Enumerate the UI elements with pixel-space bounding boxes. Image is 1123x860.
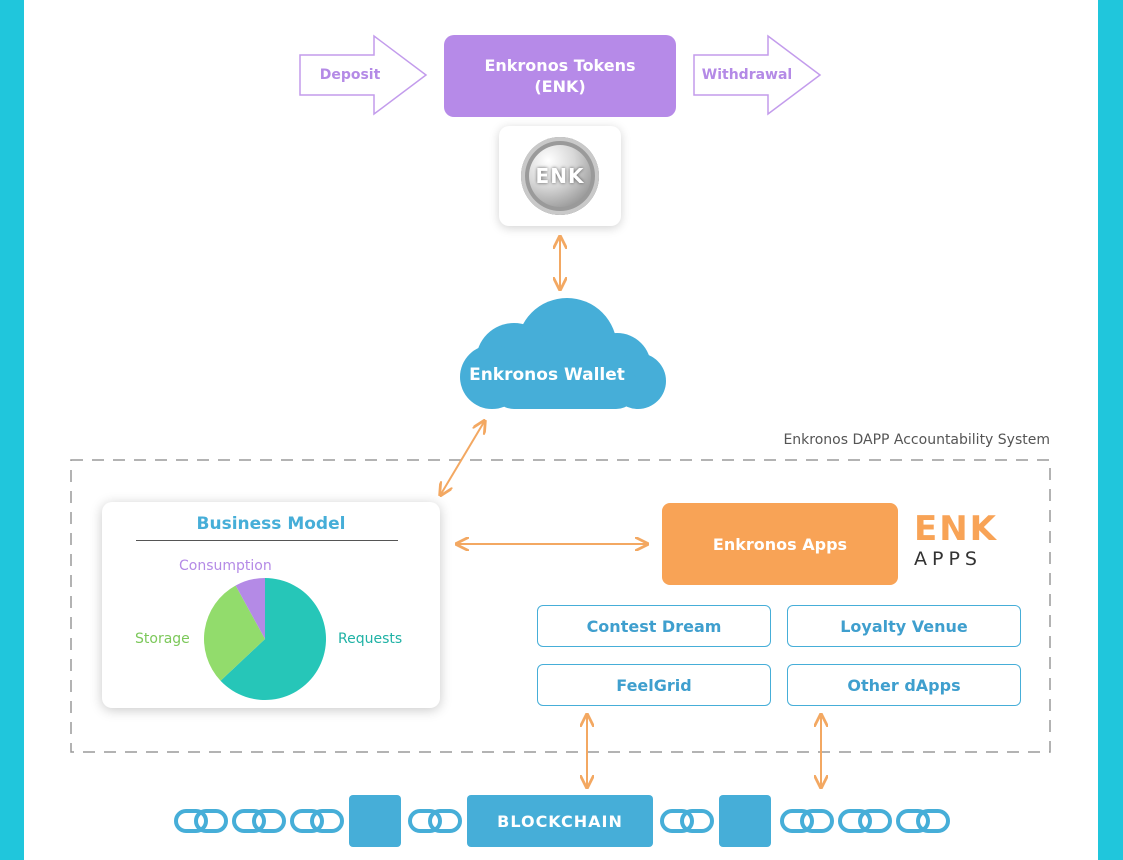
blockchain-box: BLOCKCHAIN — [467, 795, 653, 847]
business-model-divider — [136, 540, 398, 541]
wallet-label: Enkronos Wallet — [469, 365, 625, 385]
deposit-label: Deposit — [319, 67, 381, 83]
app-loyalty-venue[interactable]: Loyalty Venue — [787, 605, 1021, 647]
business-model-title: Business Model — [196, 514, 346, 534]
chain-link-icon — [780, 809, 834, 833]
enkronos-apps-label: Enkronos Apps — [712, 534, 848, 554]
enk-apps-logo-mark: ENK — [914, 509, 999, 549]
withdrawal-label: Withdrawal — [701, 67, 793, 83]
dapp-system-boundary — [70, 459, 1051, 753]
enkronos-tokens-box: Enkronos Tokens (ENK) — [444, 35, 676, 117]
pie-slice-consumption — [235, 578, 265, 639]
wallet-cloud-icon — [460, 298, 666, 409]
withdrawal-arrow: Withdrawal — [692, 34, 822, 116]
pie-label-consumption: Consumption — [179, 558, 272, 574]
chain-link-icon — [232, 809, 286, 833]
deposit-arrow: Deposit — [298, 34, 428, 116]
block-square — [719, 795, 771, 847]
token-title: Enkronos Tokens — [484, 56, 636, 75]
chain-link-icon — [290, 809, 344, 833]
chain-link-icon — [660, 809, 714, 833]
pie-label-storage: Storage — [135, 631, 190, 647]
enkronos-apps-box: Enkronos Apps — [662, 503, 898, 585]
diagram-canvas: Deposit Enkronos Tokens (ENK) Withdrawal… — [24, 0, 1098, 860]
business-model-card: Business Model Consumption Storage Reque… — [102, 502, 440, 708]
pie-slice-storage — [204, 585, 265, 681]
app-feelgrid[interactable]: FeelGrid — [537, 664, 771, 706]
wallet-business-connector — [441, 422, 484, 494]
connector-layer — [70, 0, 1051, 860]
pie-label-requests: Requests — [338, 631, 403, 647]
pie-slice-requests — [220, 578, 326, 700]
enk-coin-card: ENK — [499, 126, 621, 226]
system-label: Enkronos DAPP Accountability System — [783, 432, 1050, 448]
chain-link-icon — [896, 809, 950, 833]
token-symbol: (ENK) — [534, 77, 586, 96]
block-square — [349, 795, 401, 847]
app-contest-dream[interactable]: Contest Dream — [537, 605, 771, 647]
business-model-pie-chart — [204, 578, 326, 700]
enk-coin-icon: ENK — [521, 137, 599, 215]
deposit-arrow-shape — [299, 34, 428, 116]
coin-label: ENK — [535, 164, 585, 188]
withdrawal-arrow-shape — [693, 34, 822, 116]
enk-apps-logo-text: APPS — [914, 548, 982, 570]
chain-link-icon — [838, 809, 892, 833]
chain-link-icon — [174, 809, 228, 833]
chain-link-icon — [408, 809, 462, 833]
app-other-dapps[interactable]: Other dApps — [787, 664, 1021, 706]
